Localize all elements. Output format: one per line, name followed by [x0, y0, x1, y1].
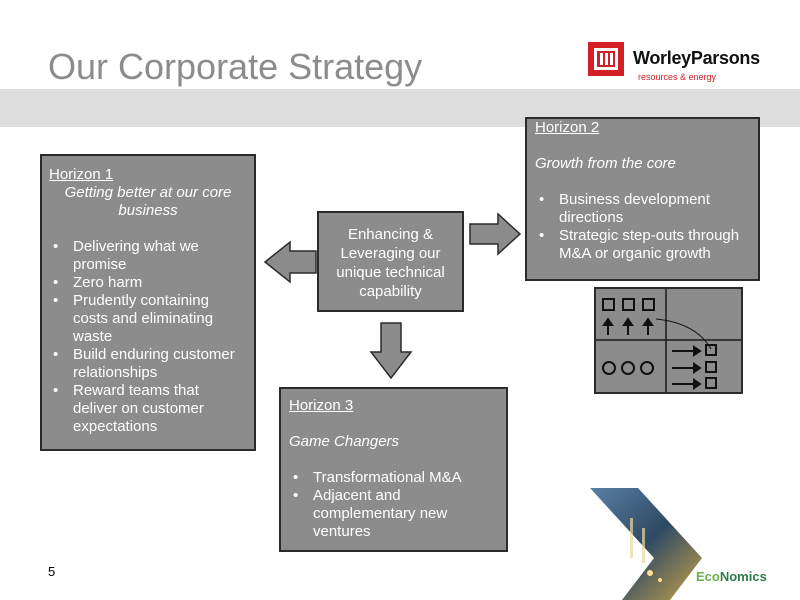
- horizon-2-list: Business development directions Strategi…: [535, 191, 750, 263]
- horizon-1-heading: Horizon 1: [49, 166, 114, 183]
- slide-number: 5: [48, 564, 56, 579]
- list-item: Delivering what we promise: [49, 238, 247, 274]
- list-item: Transformational M&A: [289, 469, 498, 487]
- logo-name: WorleyParsons: [633, 48, 760, 68]
- list-item: Zero harm: [49, 274, 247, 292]
- arrow-down-icon: [369, 322, 413, 380]
- growth-matrix-diagram: [594, 287, 743, 394]
- arrow-left-icon: [263, 240, 317, 284]
- economics-brand: EcoNomics: [696, 569, 767, 584]
- list-item: Prudently containing costs and eliminati…: [49, 292, 247, 346]
- horizon-1-box: Horizon 1 Getting better at our core bus…: [40, 154, 256, 451]
- logo-tagline: resources & energy: [638, 72, 717, 82]
- logo-mark-icon: [588, 42, 624, 76]
- decorative-chevron-image: [590, 488, 710, 600]
- slide-title: Our Corporate Strategy: [48, 46, 423, 87]
- horizon-2-subtitle: Growth from the core: [535, 155, 676, 172]
- horizon-1-subtitle: Getting better at our core business: [64, 184, 232, 219]
- horizon-3-box: Horizon 3 Game Changers Transformational…: [279, 387, 508, 552]
- horizon-3-heading: Horizon 3: [289, 397, 354, 414]
- brand-suffix: Nomics: [719, 569, 767, 584]
- list-item: Business development directions: [535, 191, 750, 227]
- list-item: Adjacent and complementary new ventures: [289, 487, 498, 541]
- list-item: Strategic step-outs through M&A or organ…: [535, 227, 750, 263]
- arrow-right-icon: [469, 212, 522, 256]
- list-item: Build enduring customer relationships: [49, 346, 247, 382]
- list-item: Reward teams that deliver on customer ex…: [49, 382, 247, 436]
- horizon-3-subtitle: Game Changers: [289, 433, 400, 450]
- company-logo: WorleyParsons resources & energy: [588, 40, 778, 86]
- horizon-3-list: Transformational M&A Adjacent and comple…: [289, 469, 498, 541]
- brand-prefix: Eco: [696, 569, 720, 584]
- center-capability-box: Enhancing & Leveraging our unique techni…: [317, 211, 464, 312]
- horizon-2-heading: Horizon 2: [535, 119, 600, 136]
- horizon-2-box: Horizon 2 Growth from the core Business …: [525, 117, 760, 281]
- horizon-1-list: Delivering what we promise Zero harm Pru…: [49, 238, 247, 436]
